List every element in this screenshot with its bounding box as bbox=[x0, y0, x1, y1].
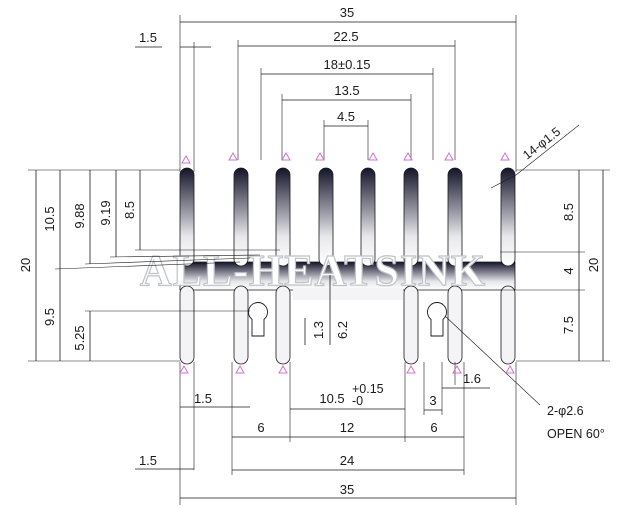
top-fin bbox=[403, 167, 419, 267]
dim-overall-left: 20 bbox=[18, 258, 33, 272]
bottom-dimensions: 1.5 10.5 +0.15 -0 3 1.6 6 12 6 1.5 24 35… bbox=[135, 315, 605, 505]
fin-callout: 14-φ1.5 bbox=[520, 124, 563, 162]
fin-marker-icon bbox=[505, 364, 515, 374]
slot-left bbox=[251, 319, 265, 337]
bottom-fin bbox=[275, 285, 291, 365]
top-fin bbox=[179, 167, 195, 267]
dim-span-6-right: 6 bbox=[430, 420, 437, 435]
fin-marker-icon bbox=[406, 364, 416, 374]
bottom-fin bbox=[403, 285, 419, 365]
fin-marker-icon bbox=[278, 364, 288, 374]
fin-marker-icon bbox=[315, 151, 325, 161]
dim-fin-span-c: 13.5 bbox=[334, 83, 359, 98]
bottom-fin bbox=[179, 285, 195, 365]
dim-slot-width: 10.5 bbox=[319, 391, 344, 406]
fin-markers bbox=[179, 151, 515, 374]
right-dimensions: 20 8.5 4 7.5 bbox=[500, 169, 610, 362]
dim-right-upper: 8.5 bbox=[561, 203, 576, 221]
dim-bottom-left-margin-a: 1.5 bbox=[194, 391, 212, 406]
fin-marker-icon bbox=[179, 364, 189, 374]
slot-right bbox=[430, 319, 444, 337]
dim-overall-bottom: 35 bbox=[340, 482, 354, 497]
hole-callout-2: OPEN 60° bbox=[547, 427, 605, 441]
fin-marker-icon bbox=[403, 151, 413, 161]
fin-marker-icon bbox=[444, 151, 454, 161]
dim-right-lower: 7.5 bbox=[561, 316, 576, 334]
dim-fin-height-c: 9.19 bbox=[98, 200, 113, 225]
dim-fin-height-b: 9.88 bbox=[72, 203, 87, 228]
watermark: ALL-HEATSINK bbox=[140, 246, 486, 295]
top-fins bbox=[179, 167, 516, 267]
fin-marker-icon bbox=[452, 364, 462, 374]
clip-hole-right bbox=[427, 302, 447, 322]
top-fin bbox=[360, 167, 376, 267]
dim-lower-a: 9.5 bbox=[42, 308, 57, 326]
dim-span-6-left: 6 bbox=[257, 420, 264, 435]
dim-fin-thickness: 1.6 bbox=[463, 371, 481, 386]
dim-lower-b: 5.25 bbox=[72, 325, 87, 350]
bottom-fin bbox=[233, 285, 249, 365]
dim-slot-tol-lower: -0 bbox=[352, 394, 363, 408]
dim-slot-tol-upper: +0.15 bbox=[352, 382, 384, 396]
dim-span-12: 12 bbox=[340, 420, 354, 435]
dim-overall-top: 35 bbox=[340, 5, 354, 20]
top-fin bbox=[318, 167, 334, 267]
center-web bbox=[293, 288, 403, 300]
top-fin bbox=[447, 167, 463, 267]
dim-fin-height-d: 8.5 bbox=[122, 201, 137, 219]
dim-slot-gap: 3 bbox=[429, 393, 436, 408]
dim-bottom-left-margin-b: 1.5 bbox=[139, 453, 157, 468]
dim-fin-span-a: 22.5 bbox=[333, 29, 358, 44]
top-fin bbox=[500, 167, 516, 267]
top-fin bbox=[275, 167, 291, 267]
dim-center-pitch: 4.5 bbox=[337, 109, 355, 124]
hole-callout-1: 2-φ2.6 bbox=[547, 404, 584, 418]
dim-fin-span-b: 18±0.15 bbox=[324, 57, 371, 72]
clip-hole-left bbox=[248, 302, 268, 322]
fin-marker-icon bbox=[500, 151, 510, 161]
fin-marker-icon bbox=[181, 154, 191, 164]
top-fin bbox=[233, 167, 249, 267]
dim-right-base: 4 bbox=[561, 267, 576, 274]
fin-marker-icon bbox=[228, 151, 238, 161]
bottom-fin bbox=[500, 285, 516, 365]
fin-marker-icon bbox=[368, 151, 378, 161]
dim-slot-b: 6.2 bbox=[335, 321, 350, 339]
fin-marker-icon bbox=[235, 364, 245, 374]
dim-span-24: 24 bbox=[340, 453, 354, 468]
dim-left-margin-top: 1.5 bbox=[139, 30, 157, 45]
top-dimensions: 35 1.5 22.5 18±0.15 13.5 4.5 14-φ1.5 bbox=[135, 5, 580, 189]
fin-marker-icon bbox=[281, 151, 291, 161]
dim-slot-a: 1.3 bbox=[311, 321, 326, 339]
left-dimensions: 20 10.5 9.88 9.19 8.5 9.5 5.25 bbox=[18, 169, 280, 362]
dim-overall-right: 20 bbox=[586, 258, 601, 272]
center-dimensions: 1.3 6.2 bbox=[304, 275, 350, 345]
dim-fin-height-a: 10.5 bbox=[42, 206, 57, 231]
